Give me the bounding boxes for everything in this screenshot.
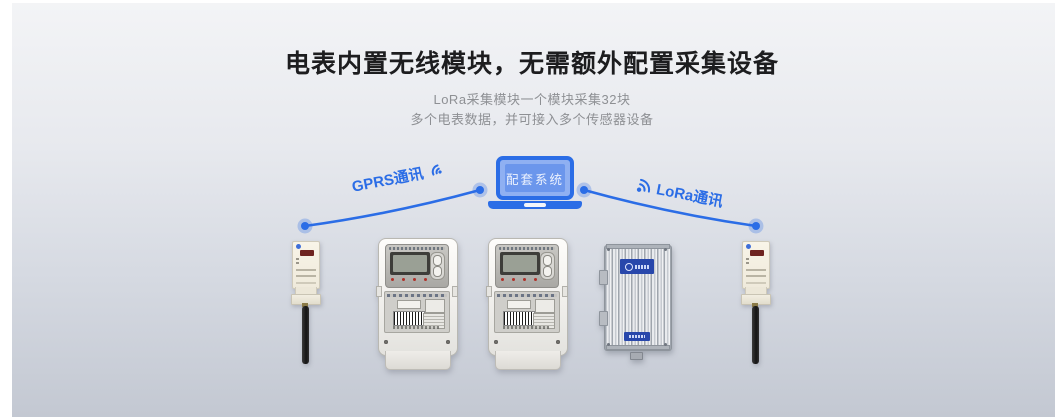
- meter-barcode: [503, 311, 535, 326]
- broadcast-icon: [634, 176, 654, 196]
- module-logo: [746, 244, 751, 249]
- meter-barcode: [393, 311, 425, 326]
- antenna-connector: [752, 303, 758, 307]
- concentrator-label-top: [620, 259, 654, 274]
- meter-lcd: [390, 252, 430, 275]
- concentrator-box: [599, 244, 673, 360]
- meter-nameplate: [384, 291, 450, 333]
- lora-antenna-module-right: [741, 241, 771, 365]
- meter-nameplate: [494, 291, 560, 333]
- module-logo: [296, 244, 301, 249]
- lora-antenna-module-left: [291, 241, 321, 365]
- page-subtitle: LoRa采集模块一个模块采集32块 多个电表数据，并可接入多个传感器设备: [0, 90, 1064, 130]
- wifi-icon: [425, 160, 445, 180]
- antenna-connector: [302, 303, 308, 307]
- laptop-icon: 配套系统: [488, 156, 582, 209]
- lora-link-label: LoRa通讯: [634, 174, 725, 212]
- meter-display-panel: [385, 244, 449, 288]
- gprs-link-label: GPRS通讯: [350, 158, 446, 196]
- meter-lcd: [500, 252, 540, 275]
- antenna-rod: [301, 306, 309, 364]
- system-label: 配套系统: [505, 164, 565, 192]
- module-body: [292, 241, 320, 289]
- meter-leds: [391, 278, 431, 284]
- cable-gland: [630, 352, 643, 360]
- meter-buttons: [540, 252, 555, 280]
- module-display-window: [750, 250, 764, 256]
- smart-meter-2: [486, 238, 568, 370]
- laptop-base: [488, 201, 582, 209]
- meter-leds: [501, 278, 541, 284]
- concentrator-label-bottom: [624, 332, 650, 341]
- meter-buttons: [430, 252, 445, 280]
- antenna-rod: [751, 306, 759, 364]
- module-body: [742, 241, 770, 289]
- laptop-screen: 配套系统: [496, 156, 574, 200]
- subtitle-line-2: 多个电表数据，并可接入多个传感器设备: [410, 112, 654, 127]
- laptop-base-notch: [524, 203, 546, 207]
- meter-display-panel: [495, 244, 559, 288]
- page-title: 电表内置无线模块，无需额外配置采集设备: [284, 50, 779, 78]
- subtitle-line-1: LoRa采集模块一个模块采集32块: [433, 92, 631, 107]
- module-display-window: [300, 250, 314, 256]
- smart-meter-1: [376, 238, 458, 370]
